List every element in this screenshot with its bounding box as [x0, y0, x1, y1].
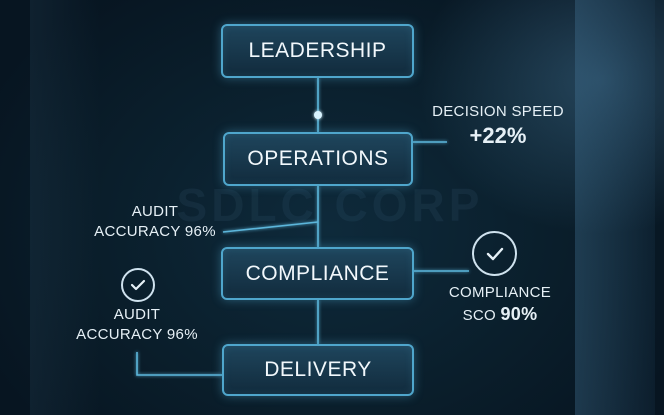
- node-delivery: DELIVERY: [222, 344, 414, 396]
- node-leadership: LEADERSHIP: [221, 24, 414, 78]
- watermark: SDLC CORP: [176, 179, 484, 231]
- audit-upper-line2: ACCURACY 96%: [94, 223, 216, 240]
- compliance-score-line1: COMPLIANCE: [448, 284, 552, 301]
- check-circle-icon: [121, 268, 155, 302]
- decision-speed-callout: DECISION SPEED +22%: [418, 103, 578, 149]
- decision-speed-label: DECISION SPEED: [432, 103, 564, 120]
- background-pillar-right: [575, 0, 655, 415]
- audit-lower-line2: ACCURACY 96%: [76, 326, 198, 343]
- link-audit-upper: [222, 221, 319, 233]
- audit-lower-callout: AUDIT ACCURACY 96%: [52, 306, 222, 344]
- check-circle-icon: [472, 231, 517, 276]
- background-pillar-left: [30, 0, 100, 415]
- node-operations: OPERATIONS: [223, 132, 413, 186]
- junction-dot: [314, 111, 322, 119]
- audit-upper-line1: AUDIT: [131, 203, 179, 220]
- decision-speed-value: +22%: [469, 123, 527, 148]
- node-compliance: COMPLIANCE: [221, 247, 414, 300]
- audit-lower-line1: AUDIT: [113, 306, 161, 323]
- compliance-score-value: 90%: [500, 304, 538, 324]
- link-audit-lower: [136, 352, 222, 376]
- audit-upper-callout: AUDIT ACCURACY 96%: [70, 203, 240, 241]
- compliance-score-callout: COMPLIANCE SCO 90%: [430, 284, 570, 326]
- compliance-score-prefix: SCO: [462, 307, 496, 324]
